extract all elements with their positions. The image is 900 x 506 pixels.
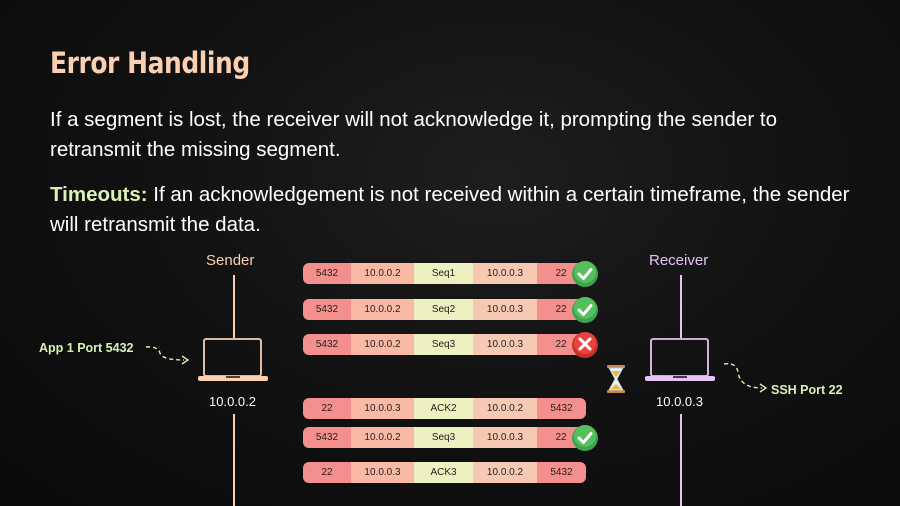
timeouts-label: Timeouts: [50, 183, 148, 206]
receiver-timeline-bottom [680, 414, 682, 506]
ssh-port-arrow-icon [723, 362, 768, 393]
sender-laptop-icon [198, 338, 268, 381]
packet-dst-ip: 10.0.0.3 [473, 334, 537, 355]
timeouts-text: If an acknowledgement is not received wi… [50, 183, 850, 236]
packet-seq: Seq1 [414, 263, 473, 284]
packet-src-port: 22 [303, 462, 351, 483]
packet-dst-port: 5432 [537, 462, 586, 483]
packet-seq: ACK3 [414, 462, 473, 483]
packet-seq: Seq2 [414, 299, 473, 320]
sender-timeline-bottom [233, 414, 235, 506]
packet-src-ip: 10.0.0.2 [351, 263, 414, 284]
paragraph-lost-segment: If a segment is lost, the receiver will … [50, 108, 777, 161]
packet-src-ip: 10.0.0.2 [351, 299, 414, 320]
packet-row: 22 10.0.0.3 ACK3 10.0.0.2 5432 [303, 462, 586, 483]
check-circle-icon [572, 297, 598, 323]
slide-title: Error Handling [50, 46, 250, 80]
packet-dst-ip: 10.0.0.3 [473, 427, 537, 448]
packet-dst-port: 5432 [537, 398, 586, 419]
packet-row: 5432 10.0.0.2 Seq3 10.0.0.3 22 [303, 334, 585, 355]
packet-src-port: 5432 [303, 334, 351, 355]
sender-ip: 10.0.0.2 [209, 394, 256, 409]
app-port-arrow-icon [145, 346, 190, 365]
packet-row: 5432 10.0.0.2 Seq3 10.0.0.3 22 [303, 427, 585, 448]
packet-src-ip: 10.0.0.2 [351, 334, 414, 355]
packet-dst-ip: 10.0.0.3 [473, 263, 537, 284]
app-port-label: App 1 Port 5432 [39, 341, 134, 355]
packet-dst-ip: 10.0.0.2 [473, 462, 537, 483]
packet-seq: Seq3 [414, 427, 473, 448]
packet-dst-ip: 10.0.0.3 [473, 299, 537, 320]
packet-src-port: 22 [303, 398, 351, 419]
sender-label: Sender [206, 252, 255, 269]
packet-row: 5432 10.0.0.2 Seq2 10.0.0.3 22 [303, 299, 585, 320]
check-circle-icon [572, 261, 598, 287]
packet-src-port: 5432 [303, 299, 351, 320]
hourglass-icon [607, 365, 625, 393]
packet-src-port: 5432 [303, 263, 351, 284]
packet-row: 5432 10.0.0.2 Seq1 10.0.0.3 22 [303, 263, 585, 284]
packet-src-port: 5432 [303, 427, 351, 448]
packet-dst-ip: 10.0.0.2 [473, 398, 537, 419]
packet-seq: ACK2 [414, 398, 473, 419]
packet-seq: Seq3 [414, 334, 473, 355]
check-circle-icon [572, 425, 598, 451]
packet-src-ip: 10.0.0.2 [351, 427, 414, 448]
receiver-laptop-icon [645, 338, 715, 381]
sender-timeline-top [233, 275, 235, 338]
packet-row: 22 10.0.0.3 ACK2 10.0.0.2 5432 [303, 398, 586, 419]
paragraph-timeouts: Timeouts: If an acknowledgement is not r… [50, 180, 850, 240]
receiver-label: Receiver [649, 252, 709, 269]
packet-src-ip: 10.0.0.3 [351, 398, 414, 419]
receiver-ip: 10.0.0.3 [656, 394, 703, 409]
packet-src-ip: 10.0.0.3 [351, 462, 414, 483]
x-circle-icon [572, 332, 598, 358]
ssh-port-label: SSH Port 22 [771, 383, 843, 397]
receiver-timeline-top [680, 275, 682, 338]
